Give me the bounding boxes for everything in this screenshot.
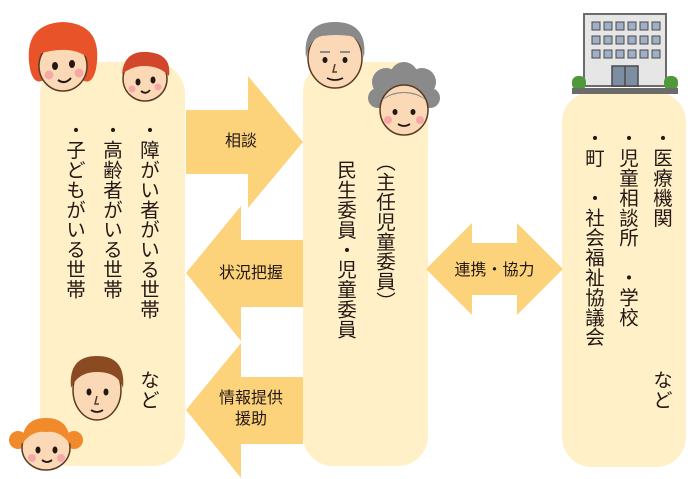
org-item-child-guidance: ・児童相談所 ・学校 [615,128,639,327]
commissioner-title-sub: （主任児童委員） [372,152,396,312]
organizations-panel [562,92,686,467]
boy-icon [122,51,170,102]
commissioner-title: 民生委員・児童委員 [333,160,357,340]
org-item-town-welfare: ・町 ・社会福祉協議会 [581,128,605,347]
status-label: 状況把握 [218,263,283,282]
girl-icon [9,418,83,471]
info-label-line1: 情報提供 [218,388,283,407]
woman-icon [28,22,98,92]
household-item-elderly: ・高齢者がいる世帯 [99,120,123,300]
household-item-disabled: ・障がい者がいる世帯 [136,120,160,319]
status-arrow [186,206,303,341]
organizations-suffix: など [649,370,673,410]
info-arrow [186,343,303,478]
man-icon [70,356,124,421]
info-label-line2: 援助 [234,408,267,428]
org-item-medical: ・医療機関 [649,128,673,228]
elderly-woman-icon [368,62,440,136]
households-suffix: など [136,370,160,410]
building-icon [572,13,678,94]
elderly-man-icon [305,22,365,89]
cooperation-label: 連携・協力 [454,260,535,279]
info-label: 情報提供 援助 [196,388,306,430]
consult-arrow [186,76,303,208]
consult-label: 相談 [224,131,257,150]
household-item-children: ・子どもがいる世帯 [62,120,86,300]
cooperation-arrow [426,223,563,315]
